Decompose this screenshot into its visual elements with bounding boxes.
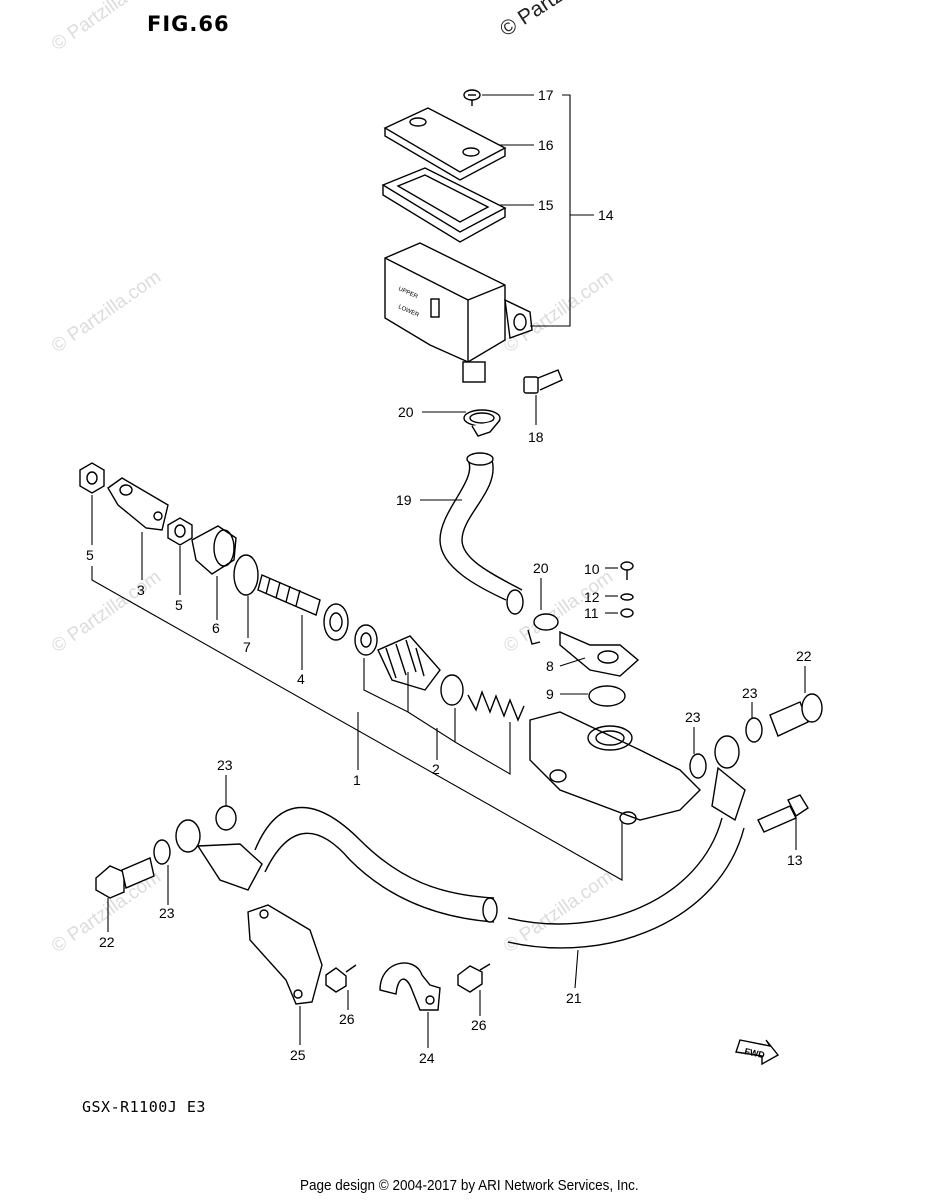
secondary-cup-part	[440, 674, 464, 706]
part-label: 2	[432, 761, 440, 777]
part-labels: 17 16 15 14 18 20 19 5 3 5 6 7 4 1 2 10 …	[86, 87, 812, 1066]
piston-cup-part	[354, 624, 378, 656]
clamp-20-lower-part	[527, 613, 559, 645]
bolt-18-part	[523, 369, 563, 394]
hose-21-part	[507, 817, 745, 949]
part-label: 19	[396, 492, 412, 508]
part-label: 22	[796, 648, 812, 664]
part-label: 15	[538, 197, 554, 213]
part-label: 4	[297, 671, 305, 687]
pushrod-4-part	[257, 574, 349, 641]
gasket-23-right-b-part	[689, 753, 707, 779]
oring-9-part	[588, 685, 626, 707]
union-bolt-22-left-part	[95, 857, 155, 899]
part-label: 5	[86, 547, 94, 563]
part-label: 25	[290, 1047, 306, 1063]
reservoir-screw-part	[463, 89, 481, 106]
screw-10-part	[620, 561, 634, 580]
connector-8-part	[559, 630, 640, 677]
fwd-arrow	[735, 1039, 780, 1066]
nut-5-right-part	[167, 517, 193, 546]
clamp-24-part	[379, 962, 441, 1011]
master-cylinder-body-part	[529, 711, 701, 825]
union-bolt-22-right-part	[769, 693, 823, 737]
part-label: 21	[566, 990, 582, 1006]
model-code: GSX-R1100J E3	[82, 1098, 206, 1116]
leader-lines	[91, 94, 806, 1048]
bracket-25-part	[247, 904, 323, 1005]
part-label: 12	[584, 589, 600, 605]
part-label: 23	[742, 685, 758, 701]
page-footer: Page design © 2004-2017 by ARI Network S…	[300, 1177, 639, 1194]
gasket-23-right-a-part	[745, 717, 763, 743]
gasket-23-left-b-part	[215, 805, 237, 831]
hose-19-part	[439, 452, 524, 615]
part-label: 7	[243, 639, 251, 655]
gasket-23-left-a-part	[153, 839, 171, 865]
part-label: 1	[353, 772, 361, 788]
part-label: 16	[538, 137, 554, 153]
fwd-label: FWD	[744, 1046, 767, 1060]
washer-12-part	[620, 593, 634, 601]
clevis-3-part	[107, 477, 169, 531]
banjo-fitting-right-part	[711, 735, 746, 822]
part-label: 3	[137, 582, 145, 598]
bolt-26-right-part	[457, 963, 491, 993]
piston-part	[377, 635, 441, 691]
part-label: 20	[533, 560, 549, 576]
boot-6-part	[191, 525, 237, 575]
clamp-20-upper-part	[463, 409, 501, 437]
part-label: 9	[546, 686, 554, 702]
part-label: 26	[339, 1011, 355, 1027]
part-label: 22	[99, 934, 115, 950]
washer-11-part	[620, 608, 634, 618]
figure-title: FIG.66	[147, 12, 230, 36]
part-label: 6	[212, 620, 220, 636]
part-label: 14	[598, 207, 614, 223]
reservoir-body-part: UPPER LOWER	[384, 242, 533, 383]
brake-hose-left-part	[175, 807, 498, 923]
circlip-7-part	[233, 554, 259, 596]
part-label: 20	[398, 404, 414, 420]
spring-part	[467, 689, 525, 722]
part-label: 18	[528, 429, 544, 445]
part-label: 10	[584, 561, 600, 577]
part-label: 23	[685, 709, 701, 725]
part-label: 23	[159, 905, 175, 921]
nut-5-left-part	[79, 462, 105, 494]
reservoir-cap-part	[383, 107, 507, 181]
diaphragm-part	[381, 167, 507, 243]
bolt-13-part	[757, 794, 809, 833]
part-label: 11	[584, 605, 599, 621]
part-label: 13	[787, 852, 803, 868]
part-label: 5	[175, 597, 183, 613]
part-label: 8	[546, 658, 554, 674]
part-label: 26	[471, 1017, 487, 1033]
part-label: 24	[419, 1050, 435, 1066]
part-label: 17	[538, 87, 554, 103]
part-label: 23	[217, 757, 233, 773]
bolt-26-left-part	[325, 964, 357, 993]
